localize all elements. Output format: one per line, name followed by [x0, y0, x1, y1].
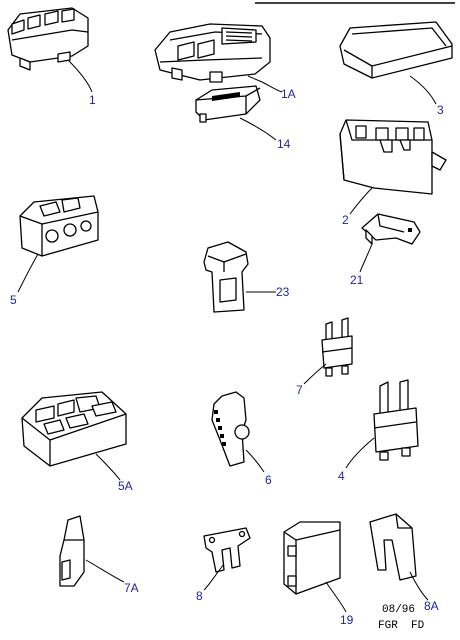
label-5a: 5A: [118, 479, 133, 493]
part-23-relay: [203, 241, 249, 313]
part-7a-connector: [59, 515, 85, 587]
label-1a: 1A: [281, 87, 296, 101]
part-1-fuse-box: [7, 7, 89, 71]
label-1: 1: [89, 93, 96, 107]
part-8a-clip: [369, 513, 417, 581]
label-5: 5: [10, 293, 17, 307]
part-8-clip: [203, 527, 251, 573]
part-7-mini-fuse: [321, 317, 353, 377]
label-3: 3: [437, 103, 444, 117]
part-14-relay: [195, 85, 261, 123]
part-21-bracket: [361, 213, 421, 245]
label-21: 21: [350, 273, 364, 287]
part-2-housing: [339, 119, 447, 195]
footer-code: FGR FD: [378, 620, 425, 632]
footer-date: 08/96: [382, 604, 415, 616]
part-6-fuse-puller: [211, 391, 250, 467]
label-23: 23: [276, 285, 290, 299]
part-1a-fuse-box: [154, 23, 271, 83]
label-6: 6: [265, 473, 272, 487]
part-3-cover: [339, 21, 453, 79]
label-8a: 8A: [424, 599, 439, 613]
label-8: 8: [196, 589, 203, 603]
part-labels: 1 1A 3 14 2 21 5 23 7 5A 6 4 7A 8 19 8A: [10, 87, 444, 627]
label-2: 2: [342, 213, 349, 227]
part-5a-box: [21, 391, 127, 467]
label-19: 19: [340, 613, 354, 627]
label-7a: 7A: [124, 581, 139, 595]
label-7: 7: [296, 383, 303, 397]
part-19-relay-module: [283, 521, 341, 595]
label-14: 14: [277, 137, 291, 151]
part-4-maxi-fuse: [373, 379, 419, 461]
part-5-connector: [19, 195, 99, 257]
leader-lines: [17, 59, 437, 613]
label-4: 4: [338, 469, 345, 483]
